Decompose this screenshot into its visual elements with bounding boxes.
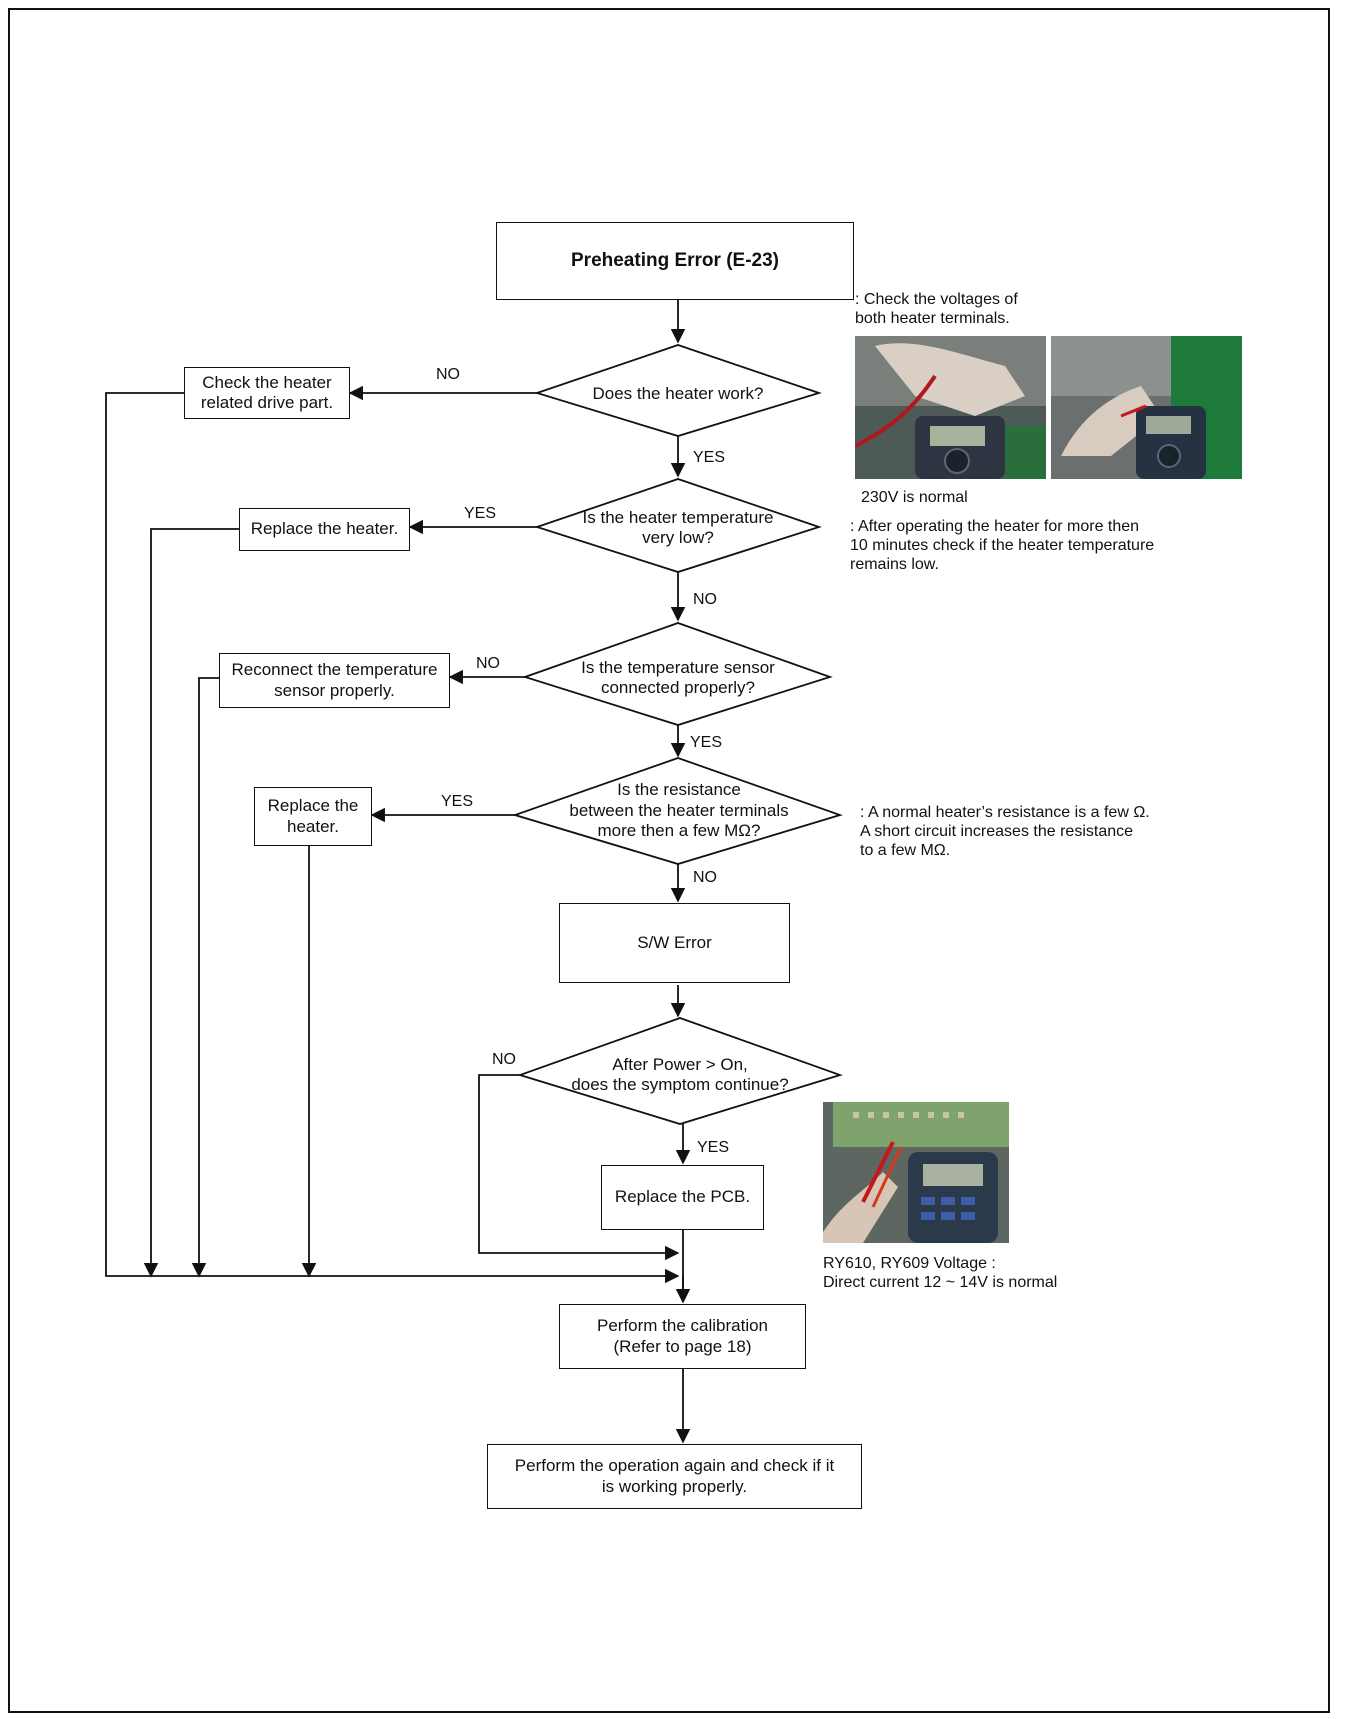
decision-resistance-shape [512,757,843,865]
note-voltage-normal: 230V is normal [861,489,968,506]
label-no: NO [492,1051,516,1068]
replace-heater-box-2: Replace the heater. [254,787,372,846]
sw-error-box: S/W Error [559,903,790,983]
label-no: NO [436,366,460,383]
note-temperature-check: : After operating the heater for more th… [850,518,1155,574]
label-no: NO [476,655,500,672]
title-box: Preheating Error (E-23) [496,222,854,300]
note-resistance: : A normal heater’s resistance is a few … [860,804,1150,860]
reconnect-sensor-box: Reconnect the temperature sensor properl… [219,653,450,708]
label-yes: YES [690,734,723,751]
pcb-multimeter-photo [823,1102,1009,1243]
replace-heater-box: Replace the heater. [239,508,410,551]
decision-temp-low-shape [534,478,822,573]
decision-resistance: Is the resistance between the heater ter… [569,780,789,841]
label-no: NO [693,869,717,886]
label-yes: YES [441,793,474,810]
note-voltage-check: : Check the voltages of both heater term… [855,291,1018,328]
label-yes: YES [464,505,497,522]
multimeter-photo-left [855,336,1046,479]
label-yes: YES [697,1139,730,1156]
label-no: NO [693,591,717,608]
decision-sensor-connected: Is the temperature sensor connected prop… [581,657,775,697]
page-border [8,8,1330,1713]
decision-heater-works-shape [534,344,822,437]
decision-heater-temp-low: Is the heater temperature very low? [582,507,774,547]
decision-power-on: After Power > On, does the symptom conti… [571,1054,789,1094]
decision-sensor-connected-shape [522,622,833,726]
note-pcb-voltage: RY610, RY609 Voltage : Direct current 12… [823,1255,1058,1292]
replace-pcb-box: Replace the PCB. [601,1165,764,1230]
check-drive-part-box: Check the heater related drive part. [184,367,350,419]
decision-power-on-shape [517,1017,843,1125]
final-check-box: Perform the operation again and check if… [487,1444,862,1509]
multimeter-photo-right [1051,336,1242,479]
label-yes: YES [693,449,726,466]
calibration-box: Perform the calibration (Refer to page 1… [559,1304,806,1369]
decision-heater-works: Does the heater work? [592,383,764,403]
